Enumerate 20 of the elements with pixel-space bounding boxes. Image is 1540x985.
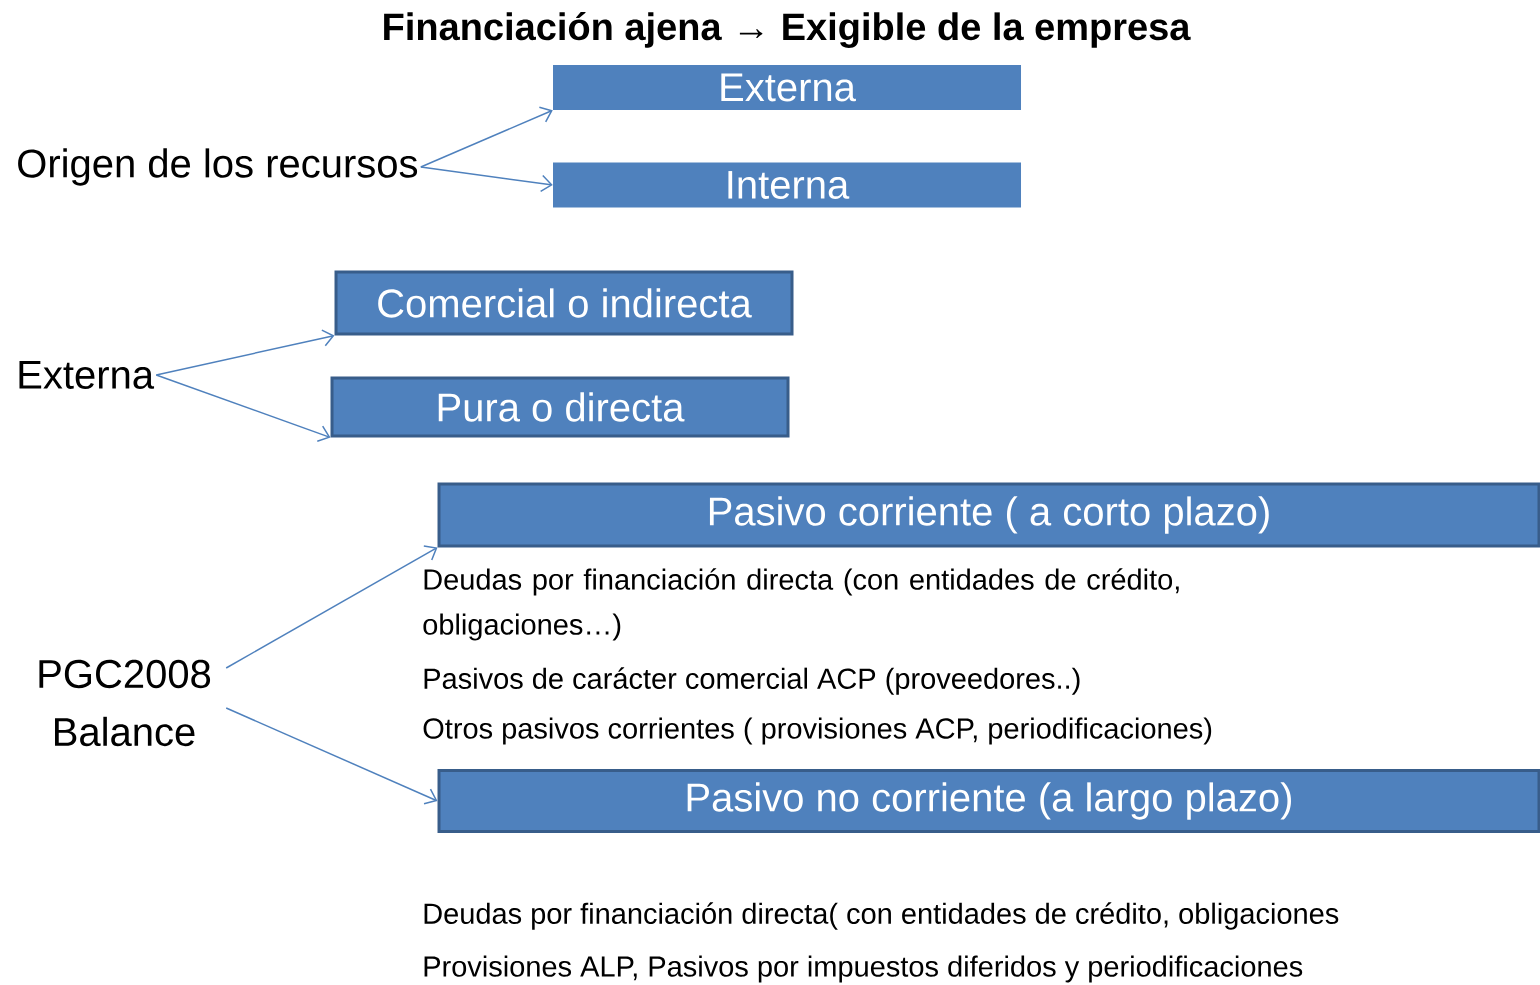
title: Financiación ajena → Exigible de la empresa — [384, 12, 1191, 48]
text-note: Deudas por financiación directa( con entidades de crédito, obligaciones — [424, 902, 1339, 930]
arrow — [155, 329, 335, 376]
text-note: Deudas por financiación directa (con entidades de crédito, obligaciones…) — [423, 568, 1179, 641]
category-box: Pasivo no corriente (a largo plazo) — [437, 769, 1540, 833]
arrow — [225, 707, 438, 805]
category-box: Interna — [553, 162, 1021, 208]
text-note: Pasivos de carácter comercial ACP (proveedores..) — [424, 667, 1080, 695]
category-box: Pasivo corriente ( a corto plazo) — [437, 482, 1540, 548]
text-label: Origen de los recursos — [18, 148, 418, 186]
text-label: Externa — [19, 361, 155, 389]
arrow — [420, 166, 553, 193]
text-label: PGC2008 Balance — [39, 659, 211, 747]
arrow — [420, 106, 553, 168]
arrow — [155, 374, 331, 442]
text-note: Provisiones ALP, Pasivos por impuestos diferidos y periodificaciones — [424, 955, 1303, 983]
category-box: Comercial o indirecta — [334, 270, 794, 336]
arrow — [225, 545, 438, 669]
category-box: Externa — [553, 65, 1021, 110]
category-box: Pura o directa — [330, 376, 790, 438]
